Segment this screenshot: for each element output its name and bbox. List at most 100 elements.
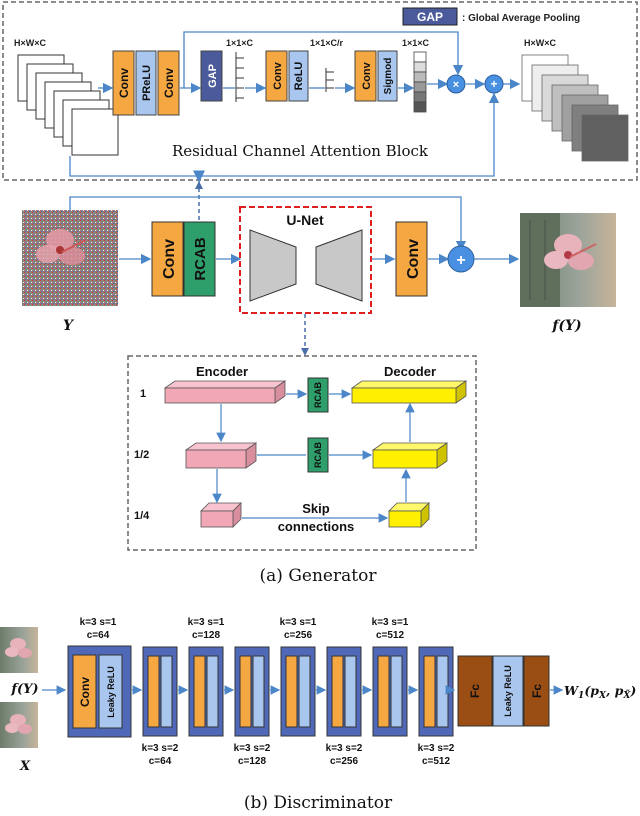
scale-1-2: 1/2 bbox=[134, 449, 149, 461]
disc-block-6-act bbox=[390, 655, 403, 728]
rcab-prelu-label: PReLU bbox=[141, 65, 153, 101]
dim-label-2: 1×1×C/r bbox=[310, 38, 344, 48]
decoder-block-3 bbox=[388, 502, 430, 528]
main-rcab-label: RCAB bbox=[192, 237, 209, 280]
rcab-relu-label: ReLU bbox=[293, 62, 305, 91]
disc-input-fy-image bbox=[0, 627, 38, 673]
rcab-add-symbol: + bbox=[490, 77, 497, 91]
discriminator-panel: f(Y) X Conv Leaky ReLU k=3 s=1 c=64 k=3 … bbox=[0, 617, 636, 774]
generator-main-row: Y Conv RCAB U-Net Conv + bbox=[22, 196, 616, 334]
dim-label-1: 1×1×C bbox=[226, 38, 254, 48]
noisy-input-image bbox=[22, 210, 118, 306]
disc-block-1-conv bbox=[147, 655, 160, 728]
rcab-conv2-label: Conv bbox=[162, 68, 176, 98]
multiply-node bbox=[446, 74, 466, 94]
rcab-conv4 bbox=[354, 50, 377, 102]
disc-block-2-conv bbox=[193, 655, 206, 728]
decoder-block-1 bbox=[350, 380, 468, 404]
encoder-block-1 bbox=[163, 380, 287, 404]
gap-legend-badge-text: GAP bbox=[417, 10, 443, 24]
disc-fc2 bbox=[523, 655, 550, 727]
skip-label-2: connections bbox=[278, 519, 355, 534]
rcab-detail-panel: GAP : Global Average Pooling H×W×C H×W×C… bbox=[2, 1, 638, 181]
input-feature-stack bbox=[17, 54, 119, 156]
disc-block-7-act bbox=[436, 655, 449, 728]
disc-first-conv bbox=[72, 654, 97, 729]
skip-rcab-2 bbox=[307, 437, 329, 473]
disc-input-fy-label: f(Y) bbox=[10, 682, 38, 697]
disc-top-param-3-k: k=3 s=1 bbox=[372, 617, 409, 628]
scale-1-4: 1/4 bbox=[134, 510, 150, 522]
rcab-conv4-label: Conv bbox=[361, 61, 373, 89]
disc-input-x-label: X bbox=[19, 759, 31, 774]
disc-bottom-param-2-k: k=3 s=2 bbox=[326, 743, 363, 754]
unet-decoder-shape bbox=[315, 229, 363, 302]
unet-detail-panel: Encoder Decoder 1 1/2 1/4 bbox=[127, 355, 477, 551]
generator-caption: (a) Generator bbox=[260, 566, 378, 586]
unet-box bbox=[239, 206, 372, 314]
discriminator-caption: (b) Discriminator bbox=[244, 793, 393, 813]
input-size-label: H×W×C bbox=[14, 38, 47, 48]
disc-bottom-param-0-k: k=3 s=2 bbox=[142, 743, 179, 754]
rcab-add-node bbox=[484, 74, 504, 94]
disc-block-1-act bbox=[160, 655, 173, 728]
unet-title: U-Net bbox=[286, 212, 324, 228]
rcab-conv3 bbox=[265, 50, 288, 102]
rcab-relu bbox=[288, 50, 309, 102]
disc-block-4-act bbox=[298, 655, 311, 728]
disc-leaky-relu bbox=[492, 655, 524, 727]
output-label-fy: f(Y) bbox=[551, 318, 581, 334]
disc-block-5-conv bbox=[331, 655, 344, 728]
gap-legend-text: : Global Average Pooling bbox=[462, 13, 580, 24]
main-conv1 bbox=[151, 221, 184, 297]
output-size-label: H×W×C bbox=[524, 38, 557, 48]
disc-bottom-param-0-c: c=64 bbox=[149, 756, 172, 767]
disc-top-param-3-c: c=512 bbox=[376, 630, 405, 641]
rcab-gap-label: GAP bbox=[207, 64, 219, 88]
input-label-y: Y bbox=[63, 318, 75, 334]
attention-weight-vector bbox=[413, 51, 427, 113]
disc-block-3-conv bbox=[239, 655, 252, 728]
skip-rcab-1-label: RCAB bbox=[313, 382, 323, 408]
vector-glyph-1 bbox=[235, 52, 244, 102]
rcab-sigmoid-label: Sigmod bbox=[383, 58, 394, 95]
disc-block-5-act bbox=[344, 655, 357, 728]
encoder-block-2 bbox=[184, 442, 258, 469]
disc-top-param-0-c: c=64 bbox=[87, 630, 110, 641]
main-conv2 bbox=[395, 221, 428, 297]
skip-rcab-1 bbox=[307, 377, 329, 413]
disc-top-param-0-k: k=3 s=1 bbox=[80, 617, 117, 628]
disc-leaky-relu-label: Leaky ReLU bbox=[503, 665, 513, 717]
rcab-conv3-label: Conv bbox=[272, 61, 284, 89]
disc-block-2-act bbox=[206, 655, 219, 728]
disc-fc1 bbox=[457, 655, 493, 727]
rcab-conv1-label: Conv bbox=[117, 68, 131, 98]
disc-first-act bbox=[98, 654, 123, 729]
disc-first-act-label: Leaky ReLU bbox=[106, 666, 116, 718]
disc-first-conv-label: Conv bbox=[78, 677, 92, 707]
skip-label-1: Skip bbox=[302, 501, 330, 516]
dim-label-3: 1×1×C bbox=[402, 38, 430, 48]
main-conv1-label: Conv bbox=[161, 239, 178, 279]
decoder-block-2 bbox=[371, 442, 449, 469]
disc-bottom-param-3-k: k=3 s=2 bbox=[418, 743, 455, 754]
main-rcab bbox=[183, 221, 216, 297]
encoder-block-3 bbox=[200, 502, 242, 528]
main-conv2-label: Conv bbox=[405, 239, 422, 279]
rcab-sigmoid bbox=[377, 50, 398, 102]
clean-output-image bbox=[520, 213, 616, 307]
disc-bottom-param-2-c: c=256 bbox=[330, 756, 359, 767]
multiply-symbol: × bbox=[453, 79, 459, 91]
disc-top-param-2-c: c=256 bbox=[284, 630, 313, 641]
disc-top-param-2-k: k=3 s=1 bbox=[280, 617, 317, 628]
rcab-conv2 bbox=[157, 50, 180, 116]
disc-fc2-label: Fc bbox=[530, 684, 544, 698]
unet-encoder-shape bbox=[249, 229, 297, 302]
disc-top-param-1-k: k=3 s=1 bbox=[188, 617, 225, 628]
output-feature-stack bbox=[521, 54, 629, 162]
disc-block-3-act bbox=[252, 655, 265, 728]
disc-top-param-1-c: c=128 bbox=[192, 630, 221, 641]
disc-block-4-conv bbox=[285, 655, 298, 728]
disc-block-7-conv bbox=[423, 655, 436, 728]
vector-glyph-2 bbox=[325, 68, 334, 92]
